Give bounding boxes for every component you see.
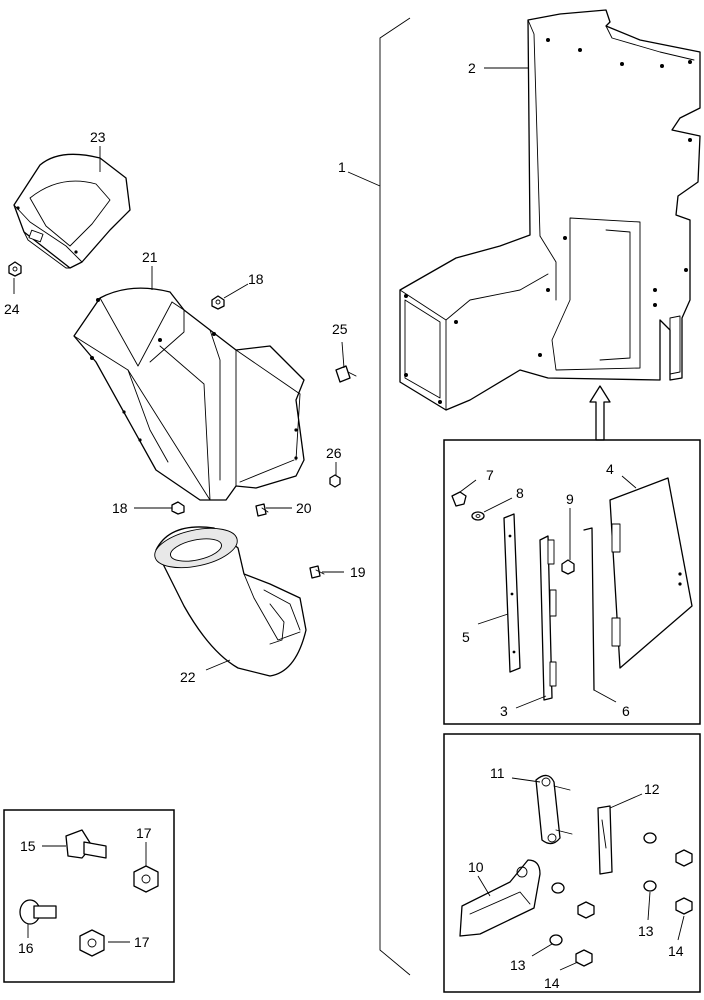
callout-23: 23: [90, 129, 106, 145]
detail-pointer-arrow: [589, 385, 611, 441]
callout-13-right: 13: [638, 923, 654, 939]
callout-15: 15: [20, 838, 36, 854]
callout-26: 26: [326, 445, 342, 461]
callout-labels: 1 2 3 4 5 6 7 8 9 10 11 12 13 13 14 14 1…: [4, 60, 684, 991]
callout-10: 10: [468, 859, 484, 875]
callout-2: 2: [468, 60, 476, 76]
part-4-door-panel: [609, 477, 693, 669]
part-13-washers: [549, 832, 657, 946]
callout-5: 5: [462, 629, 470, 645]
part-22-lower-spout: [154, 526, 307, 677]
part-3-hinge-bracket: [539, 535, 557, 701]
part-10-latch: [459, 859, 541, 937]
callout-21: 21: [142, 249, 158, 265]
part-5-strip: [503, 513, 521, 673]
part-14-nuts: [575, 849, 693, 967]
callout-17-top: 17: [136, 825, 152, 841]
part-9-nut: [561, 559, 575, 575]
part-16-carriage-bolt: [19, 899, 57, 925]
callout-9: 9: [566, 491, 574, 507]
part-21-spout-body: [73, 287, 305, 501]
callout-12: 12: [644, 781, 660, 797]
callout-17-bottom: 17: [134, 934, 150, 950]
callout-3: 3: [500, 703, 508, 719]
callout-14-right: 14: [668, 943, 684, 959]
callout-19: 19: [350, 564, 366, 580]
callout-25: 25: [332, 321, 348, 337]
part-25-bolt: [335, 365, 357, 383]
callout-6: 6: [622, 703, 630, 719]
part-12-latch-plate: [597, 805, 613, 875]
callout-18-lower: 18: [112, 500, 128, 516]
part-17-flange-nut-upper: [133, 865, 159, 893]
inset-box-door-parts: [443, 439, 701, 725]
callout-11: 11: [490, 765, 505, 781]
part-23-spout-hood: [13, 153, 131, 269]
callout-22: 22: [180, 669, 196, 685]
callout-20: 20: [296, 500, 312, 516]
callout-13-left: 13: [510, 957, 526, 973]
part-20-bolt: [255, 503, 269, 517]
part-7-screw: [451, 491, 467, 507]
part-2-chute-housing: [399, 9, 701, 411]
assembly-bracket-line: [379, 17, 411, 976]
callout-14-left: 14: [544, 975, 560, 991]
part-26-nut: [329, 474, 341, 488]
callout-16: 16: [18, 940, 34, 956]
callout-18-upper: 18: [248, 271, 264, 287]
callout-7: 7: [486, 467, 494, 483]
part-24-nut: [8, 261, 22, 277]
leader-lines: [13, 67, 685, 971]
callout-24: 24: [4, 301, 20, 317]
part-6-hinge-pin: [583, 527, 595, 691]
inset-box-latch-parts: [443, 733, 701, 993]
part-11-stud-plate: [535, 774, 573, 845]
part-8-washer: [471, 511, 485, 521]
part-18-nut-lower: [171, 501, 185, 515]
part-18-nut-upper: [211, 295, 225, 310]
callout-1: 1: [338, 159, 346, 175]
part-15-carriage-bolt: [65, 829, 107, 859]
part-19-bolt: [309, 565, 325, 579]
part-17-flange-nut-lower: [79, 929, 105, 957]
callout-8: 8: [516, 485, 524, 501]
callout-4: 4: [606, 461, 614, 477]
inset-box-fasteners: [3, 809, 175, 983]
